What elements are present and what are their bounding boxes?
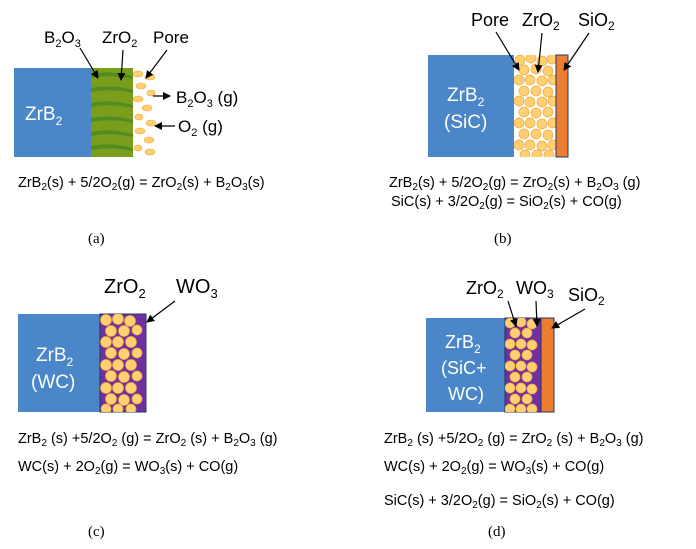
panel-c: ZrB2 (WC) ZrO2 WO3 ZrB2 (s) +5/2O2 (g) =… <box>18 276 277 540</box>
panel-a: ZrB2 B2O3 ZrO2 P <box>14 28 265 247</box>
zro2-grain-layer <box>514 55 556 157</box>
label-sio2: SiO2 <box>568 285 605 308</box>
zrb2-wc-substrate-block <box>18 314 100 412</box>
equation-d-2: WC(s) + 2O2(g) = WO3(s) + CO(g) <box>384 459 604 477</box>
arrow-wo3 <box>532 300 541 327</box>
arrow-sio2 <box>563 32 590 71</box>
b2o3-zro2-layer <box>91 68 133 157</box>
substrate-label-line1: ZrB2 <box>445 332 481 356</box>
label-b2o3-gas: B2O3 (g) <box>176 88 238 110</box>
panel-b: ZrB2 (SiC) Pore ZrO2 SiO2 ZrB2(s) + <box>389 10 640 247</box>
arrow-pore <box>145 49 168 79</box>
label-zro2: ZrO2 <box>466 278 504 301</box>
pore-layer <box>132 68 157 157</box>
panel-d: ZrB2 (SiC+ WC) ZrO2 WO3 SiO2 ZrB2 (s) +5 <box>384 278 643 540</box>
label-zro2: ZrO2 <box>522 10 560 33</box>
arrow-pore <box>495 31 520 71</box>
label-zro2: ZrO2 <box>104 276 146 301</box>
zro2-wo3-layer <box>504 317 542 413</box>
arrow-wo3 <box>146 300 176 323</box>
label-pore: Pore <box>471 10 509 30</box>
equation-d-1: ZrB2 (s) +5/2O2 (g) = ZrO2 (s) + B2O3 (g… <box>384 431 643 449</box>
zrb2-substrate-block <box>14 68 91 157</box>
arrow-zro2 <box>534 32 543 73</box>
equation-a-1: ZrB2(s) + 5/2O2(g) = ZrO2(s) + B2O3(s) <box>18 175 265 193</box>
equation-b-2: SiC(s) + 3/2O2(g) = SiO2(s) + CO(g) <box>391 194 622 212</box>
equation-d-3: SiC(s) + 3/2O2(g) = SiO2(s) + CO(g) <box>384 493 615 511</box>
arrow-zro2 <box>117 49 126 81</box>
caption-b: (b) <box>494 231 512 247</box>
label-b2o3: B2O3 <box>44 28 81 50</box>
arrow-zro2 <box>507 300 518 327</box>
arrow-sio2 <box>551 308 586 329</box>
caption-c: (c) <box>88 524 105 540</box>
zro2-wo3-layer <box>99 313 147 413</box>
zrb2-sic-substrate-block <box>428 55 514 157</box>
substrate-label-line2: (SiC+ <box>441 358 487 378</box>
zrb2-sic-wc-substrate-block <box>426 318 505 412</box>
equation-c-1: ZrB2 (s) +5/2O2 (g) = ZrO2 (s) + B2O3 (g… <box>18 431 277 449</box>
substrate-label-line1: ZrB2 <box>36 345 74 369</box>
label-zro2: ZrO2 <box>102 28 137 50</box>
label-o2-gas: O2 (g) <box>178 117 223 139</box>
caption-d: (d) <box>488 524 506 540</box>
sio2-layer <box>540 317 555 413</box>
label-sio2: SiO2 <box>578 10 615 33</box>
sio2-layer <box>555 54 569 158</box>
substrate-label-line3: WC) <box>448 384 484 404</box>
equation-c-2: WC(s) + 2O2(g) = WO3(s) + CO(g) <box>18 459 238 477</box>
arrow-b2o3 <box>79 47 99 79</box>
label-wo3: WO3 <box>516 278 554 301</box>
zro2-stripes <box>91 72 133 151</box>
substrate-label-line1: ZrB2 <box>447 85 485 109</box>
caption-a: (a) <box>88 231 105 247</box>
label-wo3: WO3 <box>176 276 218 301</box>
label-pore: Pore <box>153 28 189 47</box>
substrate-label-line2: (SiC) <box>444 112 487 133</box>
equation-b-1: ZrB2(s) + 5/2O2(g) = ZrO2(s) + B2O3 (g) <box>389 175 640 193</box>
substrate-label-line2: (WC) <box>31 372 75 393</box>
substrate-label: ZrB2 <box>25 104 63 128</box>
